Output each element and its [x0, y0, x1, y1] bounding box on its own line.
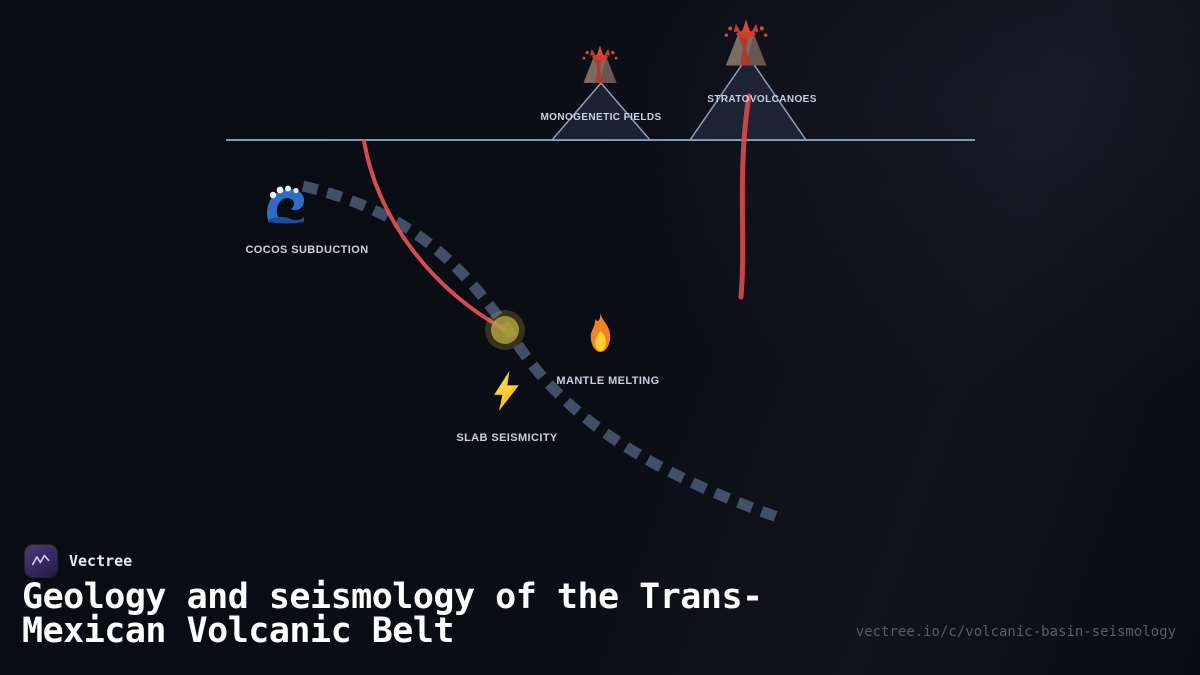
slab-seismicity-label: SLAB SEISMICITY: [456, 432, 558, 444]
slab-interface-magma-line: [362, 139, 506, 331]
magma-conduit-line: [738, 93, 752, 300]
mantle-melting-label: MANTLE MELTING: [556, 375, 660, 387]
volcano-icon: [719, 18, 773, 68]
monogenetic-fields-label: MONOGENETIC FIELDS: [540, 112, 662, 123]
vectree-logo-icon: [25, 545, 57, 577]
monogenetic-field-triangle: [550, 81, 652, 141]
subducting-slab-dashed-line: [301, 180, 785, 525]
wave-icon: [263, 183, 309, 225]
lightning-bolt-icon: [491, 370, 522, 412]
page-title: Geology and seismology of the Trans- Mex…: [22, 577, 763, 651]
volcano-icon: [578, 44, 622, 85]
page-title-line-1: Geology and seismology of the Trans-: [22, 577, 763, 617]
cocos-subduction-label: COCOS SUBDUCTION: [245, 244, 369, 256]
source-url: vectree.io/c/volcanic-basin-seismology: [855, 624, 1176, 640]
melt-zone-circle: [491, 316, 519, 344]
brand-row: Vectree: [25, 545, 132, 577]
brand-name: Vectree: [69, 552, 133, 570]
page-title-line-2: Mexican Volcanic Belt: [22, 611, 455, 651]
fire-icon: [584, 312, 617, 355]
stratovolcanoes-label: STRATOVOLCANOES: [707, 94, 817, 105]
